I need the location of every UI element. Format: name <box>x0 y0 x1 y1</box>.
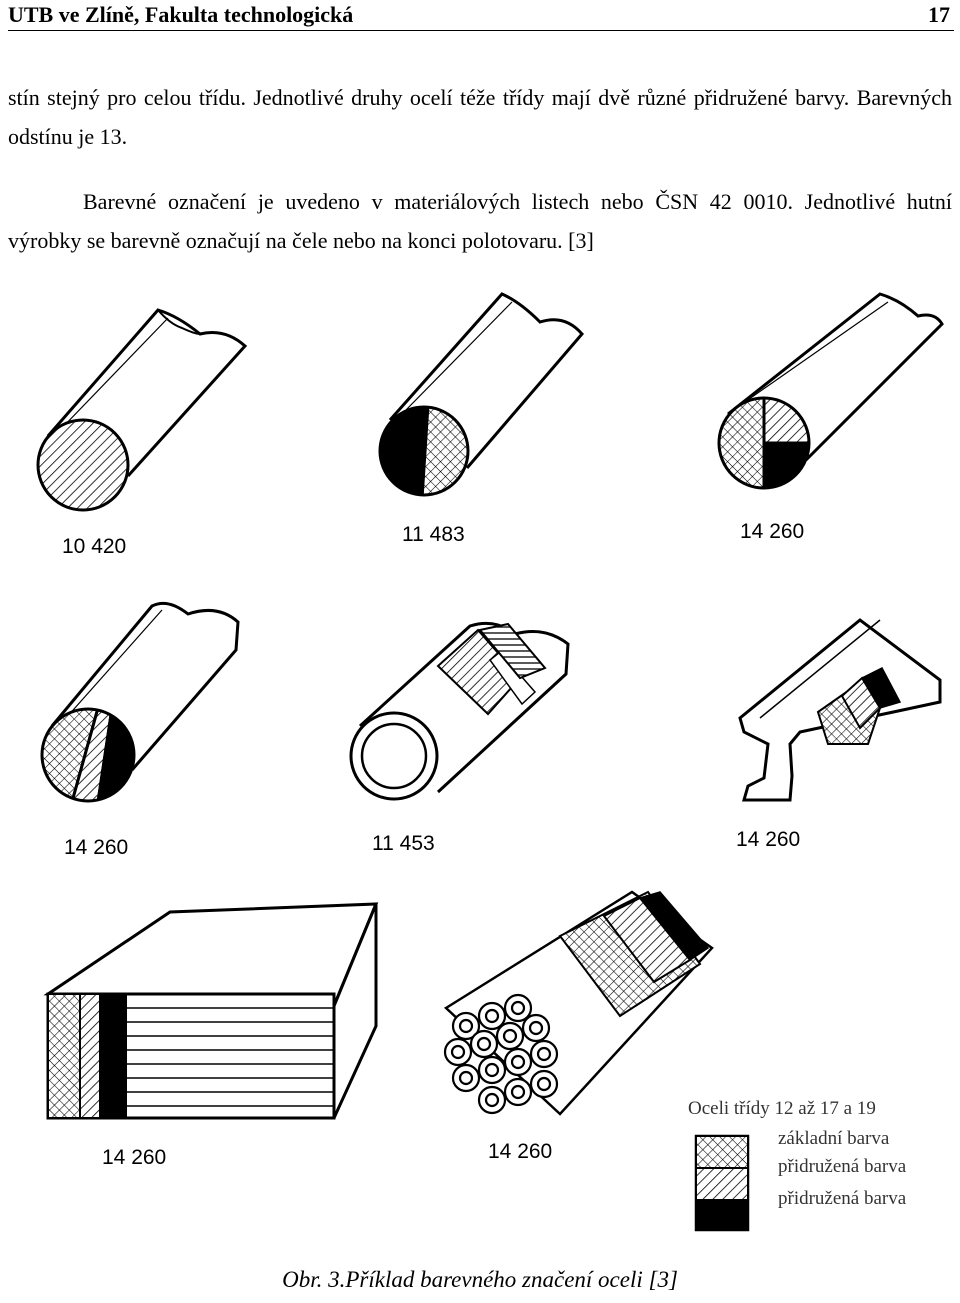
round-bar-11483 <box>378 292 584 497</box>
label-14260-e: 14 260 <box>488 1140 552 1163</box>
paragraph-2: Barevné označení je uvedeno v materiálov… <box>8 189 952 253</box>
round-bar-14260-b <box>40 601 240 803</box>
legend-title: Oceli třídy 12 až 17 a 19 <box>688 1098 876 1119</box>
label-14260-d: 14 260 <box>102 1146 166 1169</box>
header-title: UTB ve Zlíně, Fakultа technologická <box>8 2 354 27</box>
label-10420: 10 420 <box>62 535 126 558</box>
legend-item-base: základní barva <box>778 1128 890 1149</box>
label-14260-c: 14 260 <box>736 828 800 851</box>
page-header: UTB ve Zlíně, Fakultа technologická 17 <box>8 0 954 31</box>
label-14260-a: 14 260 <box>740 520 804 543</box>
paragraph-1: stín stejný pro celou třídu. Jednotlivé … <box>8 85 952 149</box>
steel-marking-figure: 10 420 11 483 14 260 14 260 11 453 14 26… <box>0 288 960 1248</box>
legend: Oceli třídy 12 až 17 a 19 základní barva… <box>688 1098 907 1232</box>
tube-11453 <box>349 621 570 801</box>
label-11453: 11 453 <box>372 832 435 855</box>
round-bar-14260-a <box>717 292 944 490</box>
legend-item-assoc-2: přidružená barva <box>778 1188 907 1209</box>
plate-stack-14260 <box>43 902 379 1120</box>
figure-caption: Obr. 3.Příklad barevného značení oceli [… <box>282 1267 678 1292</box>
tube-bundle-14260 <box>443 890 714 1116</box>
page-number: 17 <box>928 2 950 27</box>
legend-item-assoc-1: přidružená barva <box>778 1156 907 1177</box>
label-14260-b: 14 260 <box>64 836 128 859</box>
i-beam-14260 <box>738 618 942 802</box>
label-11483: 11 483 <box>402 523 465 546</box>
round-bar-10420 <box>36 308 248 512</box>
